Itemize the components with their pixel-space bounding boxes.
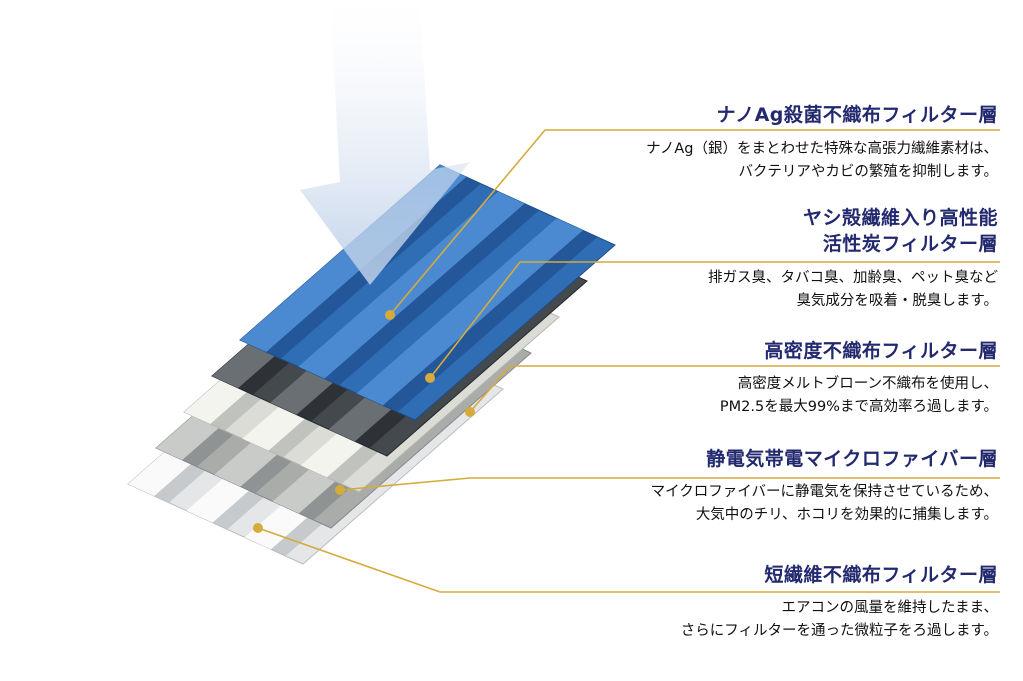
layer-2-desc-line-1: 排ガス臭、タバコ臭、加齢臭、ペット臭など xyxy=(708,270,998,286)
layer-4-desc-line-2: 大気中のチリ、ホコリを効果的に捕集します。 xyxy=(695,507,998,523)
layer-5-desc-line-2: さらにフィルターを通った微粒子をろ過します。 xyxy=(680,623,998,639)
layer-5-title: 短繊維不織布フィルター層 xyxy=(764,564,998,586)
layer-1-desc-line-1: ナノAg（銀）をまとわせた特殊な高張力繊維素材は、 xyxy=(646,141,998,157)
leader-dot-1 xyxy=(385,310,395,320)
leader-dot-4 xyxy=(335,485,345,495)
leader-line-3 xyxy=(469,365,1000,413)
layer-2-desc-line-2: 臭気成分を吸着・脱臭します。 xyxy=(796,293,998,309)
layer-2-title-line-2: 活性炭フィルター層 xyxy=(822,233,998,255)
layer-4-title: 静電気帯電マイクロファイバー層 xyxy=(706,448,998,470)
layer-1-desc-line-2: バクテリアやカビの繁殖を抑制します。 xyxy=(738,164,998,180)
nano-ag-layer xyxy=(239,164,616,421)
layer-1-callout: ナノAg殺菌不織布フィルター層 ナノAg（銀）をまとわせた特殊な高張力繊維素材は… xyxy=(646,102,998,184)
leader-dot-3 xyxy=(465,407,475,417)
leader-line-1 xyxy=(389,129,1000,316)
layer-2-callout: ヤシ殻繊維入り高性能 活性炭フィルター層 排ガス臭、タバコ臭、加齢臭、ペット臭な… xyxy=(708,205,998,313)
layer-3-desc-line-2: PM2.5を最大99%まで高効率ろ過します。 xyxy=(719,399,998,415)
layer-4-callout: 静電気帯電マイクロファイバー層 マイクロファイバーに静電気を保持させているため、… xyxy=(651,446,998,527)
leader-line-4 xyxy=(339,477,1000,491)
leader-lines xyxy=(253,129,1000,593)
leader-dot-2 xyxy=(425,373,435,383)
filter-layer-stack xyxy=(127,164,616,565)
layer-3-callout: 高密度不織布フィルター層 高密度メルトブローン不織布を使用し、 PM2.5を最大… xyxy=(720,338,998,419)
leader-line-2 xyxy=(429,261,1000,379)
layer-3-title: 高密度不織布フィルター層 xyxy=(764,340,998,362)
layer-3-desc-line-1: 高密度メルトブローン不織布を使用し、 xyxy=(737,376,998,392)
layer-1-title: ナノAg殺菌不織布フィルター層 xyxy=(716,104,998,126)
layer-5-callout: 短繊維不織布フィルター層 エアコンの風量を維持したまま、 さらにフィルターを通っ… xyxy=(681,562,998,643)
layer-2-title-line-1: ヤシ殻繊維入り高性能 xyxy=(802,207,998,229)
airflow-arrow-icon xyxy=(300,0,470,285)
layer-4-desc-line-1: マイクロファイバーに静電気を保持させているため、 xyxy=(650,484,998,500)
leader-line-5 xyxy=(257,527,1000,593)
layer-5-desc-line-1: エアコンの風量を維持したまま、 xyxy=(781,600,998,616)
leader-dot-5 xyxy=(253,523,263,533)
